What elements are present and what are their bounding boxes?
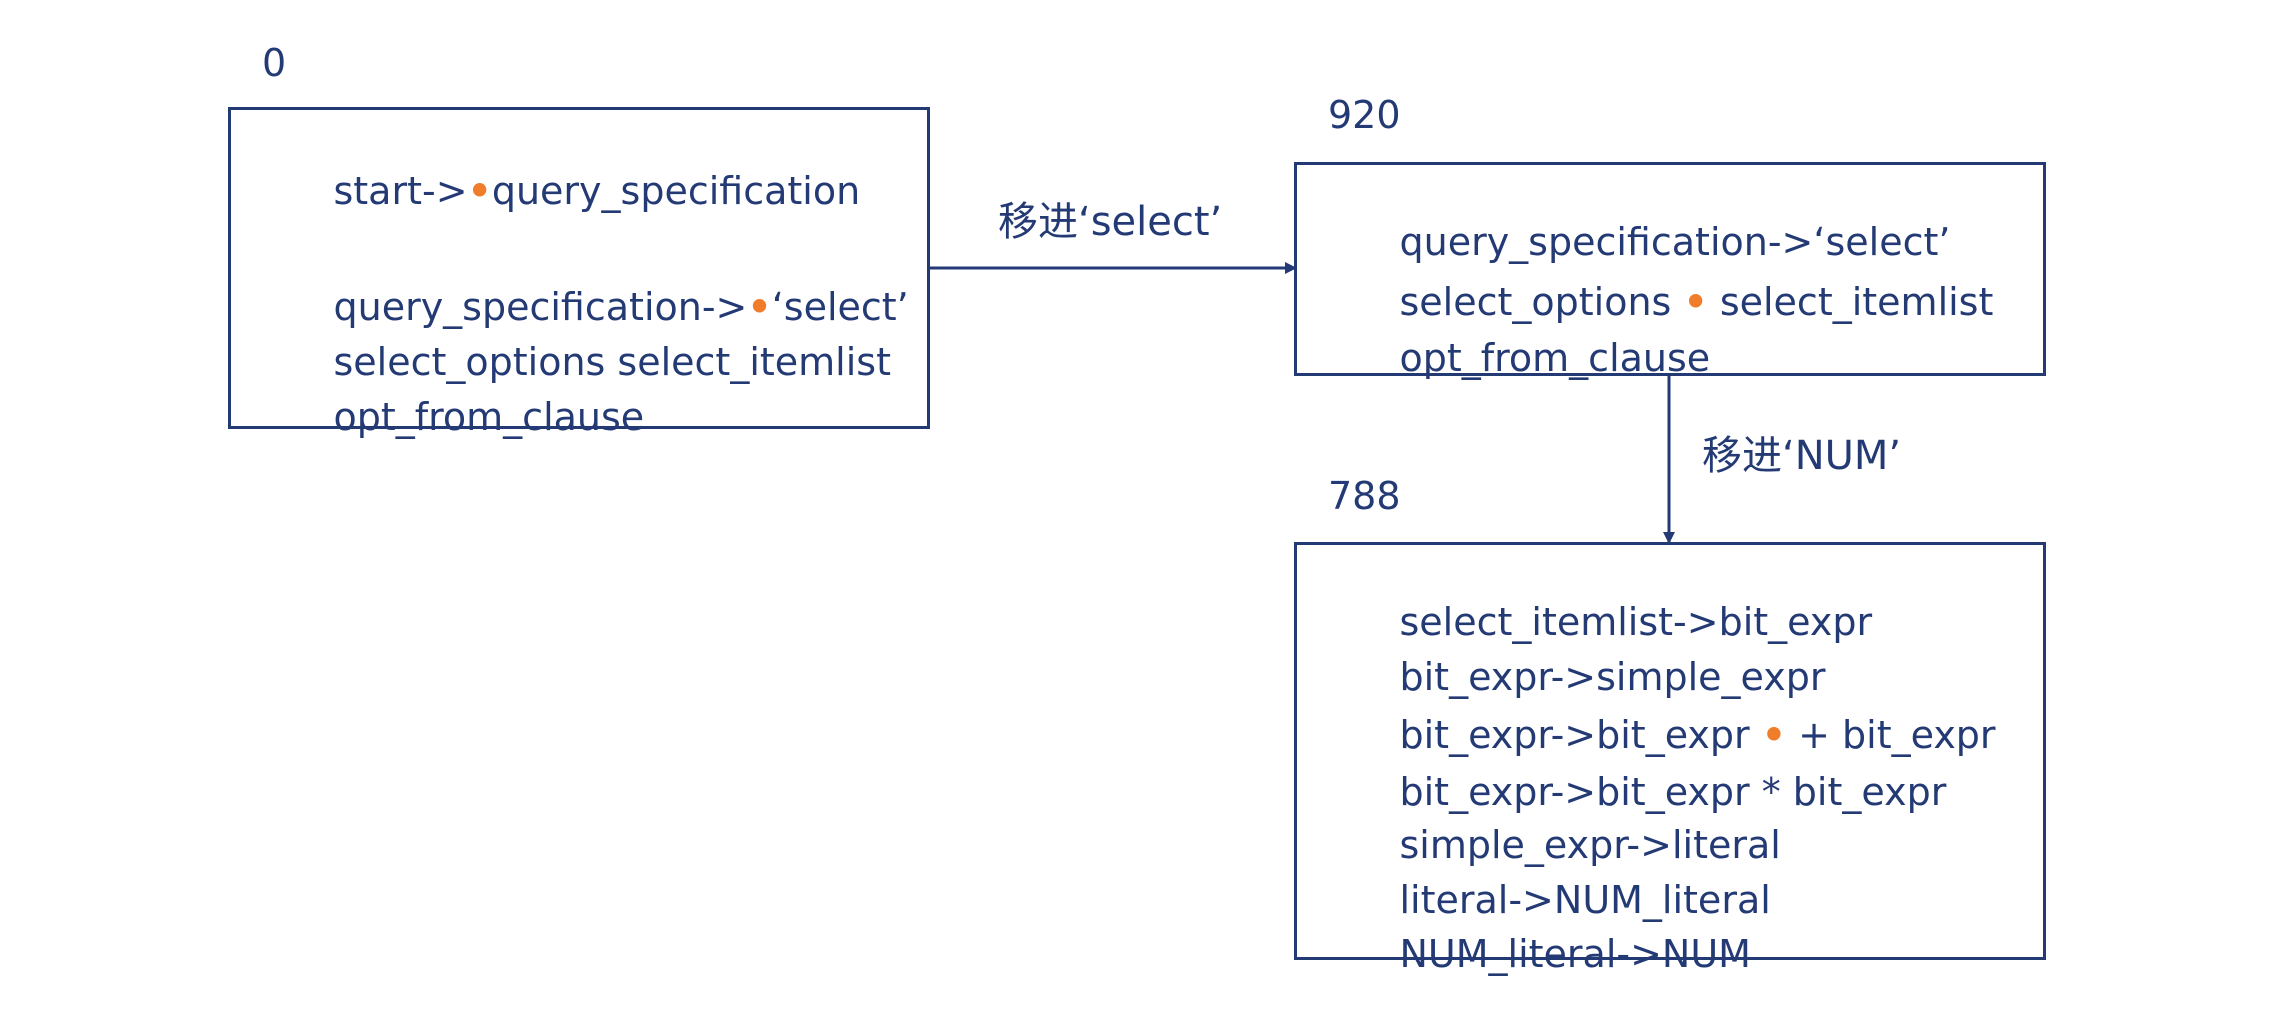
state-920-box: query_specification->‘select’ select_opt… <box>1294 162 2046 377</box>
state-920-item-0: query_specification->‘select’ <box>1399 220 1951 264</box>
item-dot: • <box>1683 280 1708 324</box>
item-dot: • <box>467 169 492 213</box>
state-788-box: select_itemlist->bit_expr bit_expr->simp… <box>1294 542 2046 973</box>
state-788-id: 788 <box>1328 474 1401 518</box>
state-920-item-2: opt_from_clause <box>1399 336 1711 380</box>
item-dot: • <box>1761 713 1787 757</box>
state-788-item-4: simple_expr->literal <box>1399 823 1781 867</box>
state-788-item-5: literal->NUM_literal <box>1399 878 1771 922</box>
state-0-item-1: query_specification->•‘select’ <box>333 285 909 329</box>
transition-label-num: 移进‘NUM’ <box>1702 433 1902 479</box>
item-dot: • <box>747 285 772 329</box>
state-0-item-3: opt_from_clause <box>333 395 645 439</box>
state-920-id: 920 <box>1328 93 1401 137</box>
state-0-id: 0 <box>262 41 287 85</box>
state-788-item-1: bit_expr->simple_expr <box>1399 655 1826 699</box>
state-788-item-6: NUM_literal->NUM <box>1399 932 1751 976</box>
state-0-item-0: start->•query_specification <box>333 169 861 213</box>
state-0-item-2: select_options select_itemlist <box>333 340 891 384</box>
transition-label-select: 移进‘select’ <box>998 199 1223 245</box>
state-0-box: start->•query_specification query_specif… <box>228 107 930 436</box>
state-788-item-3: bit_expr->bit_expr * bit_expr <box>1399 770 1947 814</box>
state-920-item-1: select_options • select_itemlist <box>1399 280 1994 324</box>
state-788-item-2: bit_expr->bit_expr • + bit_expr <box>1399 713 1996 757</box>
state-788-item-0: select_itemlist->bit_expr <box>1399 600 1873 644</box>
